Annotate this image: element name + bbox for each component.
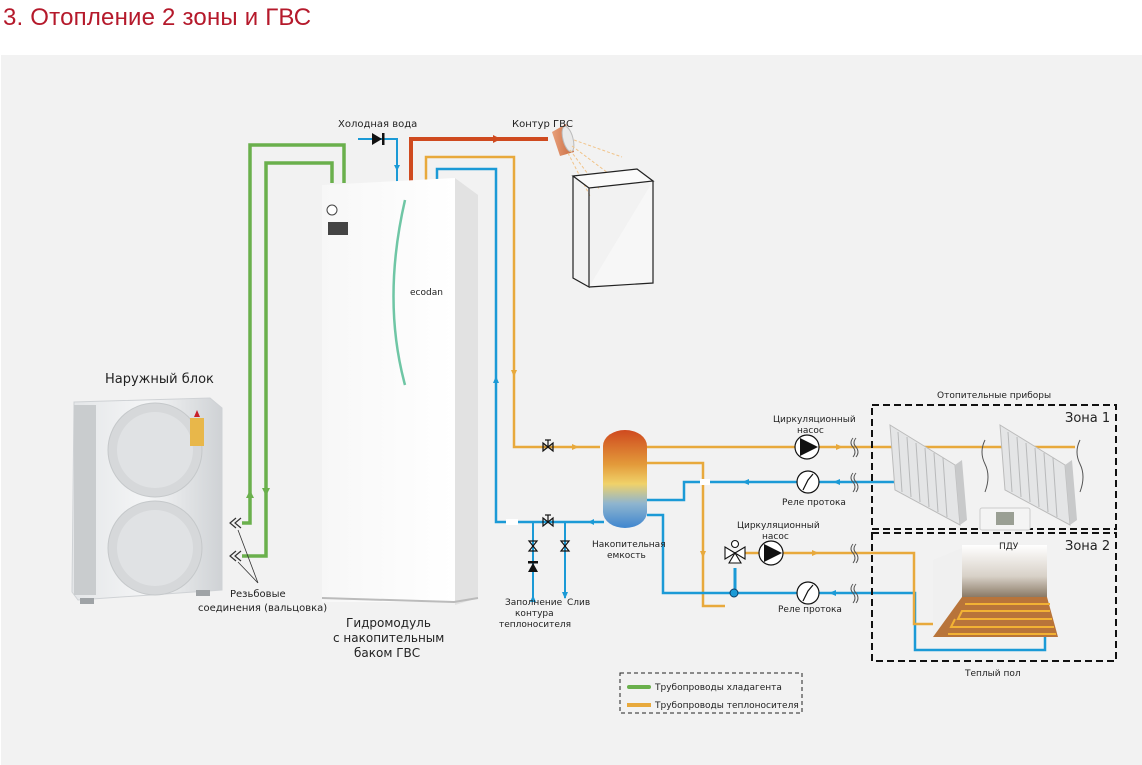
legend-label-coolant: Трубопроводы теплоносителя: [654, 701, 799, 711]
legend-box: [619, 672, 803, 714]
arrow-down-icon: [700, 551, 706, 558]
threaded-connections-label-1: Резьбовые: [230, 589, 286, 600]
shutoff-valve-icon: [542, 439, 554, 453]
arrow-up-icon: [493, 376, 499, 383]
buffer-tank-label-2: емкость: [607, 551, 646, 561]
heaters-label: Отопительные приборы: [937, 391, 1051, 401]
hydromodule-label-2: с накопительным: [333, 631, 444, 645]
arrow-left-icon: [833, 479, 840, 485]
dhw-pipe: [409, 137, 548, 183]
radiator-icon: [889, 424, 967, 526]
legend: Трубопроводы хладагента Трубопроводы теп…: [619, 672, 803, 714]
zone2-label: Зона 2: [1065, 539, 1110, 554]
cold-water-pipe: [358, 138, 398, 183]
junction-node: [729, 588, 739, 598]
hydromodule-label-1: Гидромодуль: [346, 616, 431, 630]
arrow-up-icon: [246, 490, 254, 498]
dhw-circuit-label: Контур ГВС: [512, 119, 573, 130]
drain-label: Слив: [567, 598, 590, 608]
arrow-right-icon: [836, 444, 843, 450]
pump2-label-2: насос: [762, 532, 789, 542]
circulation-pump-2: [758, 540, 784, 566]
pump1-label-1: Циркуляционный: [773, 415, 856, 425]
fill-valve-icon: [527, 540, 539, 552]
pump1-label-2: насос: [797, 426, 824, 436]
arrow-left-icon: [588, 519, 594, 525]
flow-relay2-label: Реле протока: [778, 605, 842, 615]
remote-controller-icon: [979, 507, 1031, 531]
pipe-break-mark: [506, 519, 518, 525]
arrow-right-icon: [812, 550, 819, 556]
flare-connections: [229, 517, 259, 584]
fill-label-1: Заполнение: [505, 598, 563, 608]
leader-line: [237, 529, 259, 584]
zone2-box: [871, 532, 1117, 662]
cold-water-label: Холодная вода: [338, 119, 417, 130]
outdoor-unit-label: Наружный блок: [105, 372, 214, 387]
arrow-left-icon: [742, 479, 749, 485]
pipe-break-symbols: [850, 437, 1084, 604]
refrigerant-pipe-outer: [242, 143, 346, 525]
radiator-icon: [999, 424, 1077, 526]
arrow-left-icon: [829, 590, 836, 596]
arrow-up-icon: [530, 595, 536, 602]
arrow-down-icon: [394, 165, 400, 171]
check-valve-icon: [528, 561, 538, 572]
remote-label: ПДУ: [999, 542, 1019, 552]
refrigerant-pipes: [242, 143, 346, 558]
threaded-connections-label-2: соединения (вальцовка): [198, 603, 327, 614]
flow-relay-1: [796, 470, 820, 494]
check-valve-icon: [372, 133, 385, 145]
drain-valve-icon: [559, 540, 571, 552]
shutoff-valve-icon: [542, 514, 554, 528]
zone2-mixing-pipe: [647, 461, 725, 608]
refrigerant-flow-arrows: [246, 488, 270, 498]
floor-heating-room: [933, 545, 1058, 638]
flow-relay-2: [796, 581, 820, 605]
arrow-right-icon: [572, 444, 579, 450]
zone1-return-pipe: [647, 480, 963, 502]
legend-swatch-refrigerant: [627, 685, 651, 689]
buffer-tank: [603, 430, 647, 528]
arrow-down-icon: [562, 592, 568, 599]
hydromodule-unit: ecodan: [321, 178, 479, 605]
buffer-tank-label-1: Накопительная: [592, 540, 666, 550]
three-way-valve-icon: [724, 539, 746, 564]
arrow-down-icon: [262, 488, 270, 496]
pump2-label-1: Циркуляционный: [737, 521, 820, 531]
zone1-label: Зона 1: [1065, 411, 1110, 426]
circulation-pump-1: [794, 434, 820, 460]
pipe-break-mark: [700, 479, 710, 485]
legend-swatch-coolant: [627, 703, 651, 707]
legend-label-refrigerant: Трубопроводы хладагента: [654, 683, 782, 693]
arrow-right-icon: [493, 135, 501, 143]
page-title: 3. Отопление 2 зоны и ГВС: [3, 4, 312, 31]
refrigerant-pipe-inner: [242, 161, 334, 558]
fill-label-2: контура: [515, 609, 554, 619]
outdoor-unit: [71, 397, 223, 604]
floor-heating-label: Теплый пол: [964, 669, 1021, 679]
fill-label-3: теплоносителя: [499, 620, 571, 630]
flare-nut-icon: [229, 517, 242, 529]
hydromodule-label-3: баком ГВС: [354, 646, 420, 660]
arrow-down-icon: [511, 370, 517, 377]
flare-nut-icon: [229, 550, 242, 562]
brand-logo: ecodan: [410, 288, 443, 298]
dhw-consumer-box: [571, 168, 655, 289]
flow-relay1-label: Реле протока: [782, 498, 846, 508]
